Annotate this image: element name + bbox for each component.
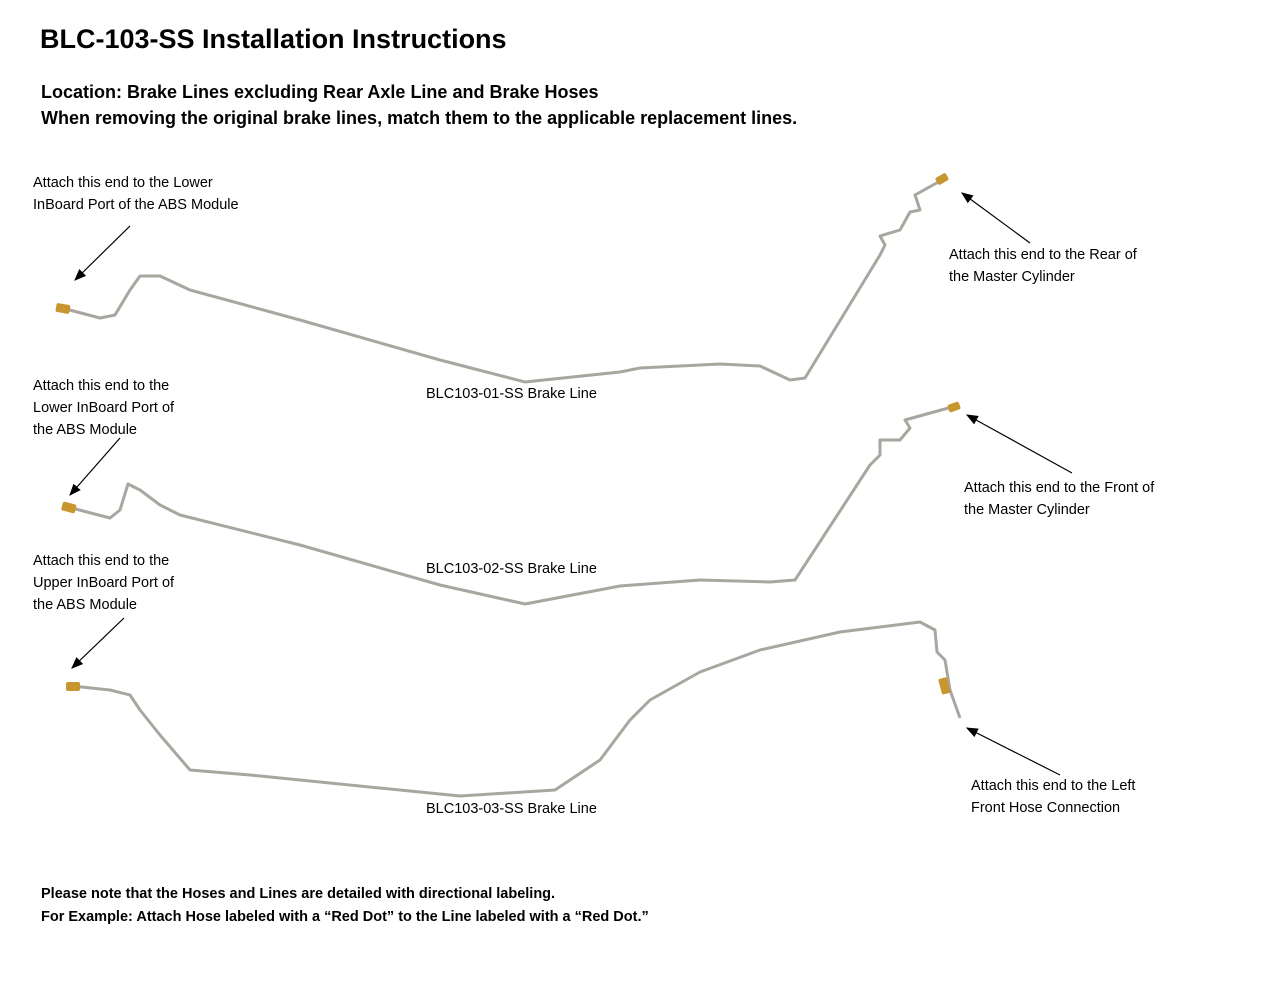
line3-label: BLC103-03-SS Brake Line <box>426 801 597 817</box>
arrow-2-left <box>69 437 121 496</box>
fitting-3-right <box>938 677 951 695</box>
line2-label: BLC103-02-SS Brake Line <box>426 561 597 577</box>
location-subtitle: Location: Brake Lines excluding Rear Axl… <box>41 82 599 102</box>
footer-note-2: For Example: Attach Hose labeled with a … <box>41 909 649 925</box>
footer-note-1: Please note that the Hoses and Lines are… <box>41 886 556 902</box>
line3-left-note: Attach this end to the Upper InBoard Por… <box>33 553 175 613</box>
brake-line-1 <box>61 178 943 384</box>
line2-right-note: Attach this end to the Front of the Mast… <box>964 480 1155 518</box>
line3-right-note: Attach this end to the Left Front Hose C… <box>971 778 1136 816</box>
instruction-subtitle: When removing the original brake lines, … <box>41 108 798 128</box>
line2-left-note: Attach this end to the Lower InBoard Por… <box>33 378 175 438</box>
fitting-1-left <box>55 303 71 314</box>
brake-line-2 <box>67 405 953 606</box>
arrow-1-right <box>961 192 1031 244</box>
fitting-2-left <box>61 501 77 514</box>
line1-right-note: Attach this end to the Rear of the Maste… <box>949 247 1137 285</box>
fitting-2-right <box>947 401 961 413</box>
fitting-3-left <box>66 682 80 691</box>
line1-left-note: Attach this end to the Lower InBoard Por… <box>33 175 239 213</box>
arrow-2-right <box>965 414 1073 474</box>
brake-line-3 <box>71 620 962 798</box>
arrow-3-left <box>71 617 125 669</box>
arrow-1-left <box>74 225 131 281</box>
fitting-1-right <box>935 173 949 185</box>
line1-label: BLC103-01-SS Brake Line <box>426 386 597 402</box>
arrow-3-right <box>965 727 1061 776</box>
page-title: BLC-103-SS Installation Instructions <box>40 24 507 54</box>
